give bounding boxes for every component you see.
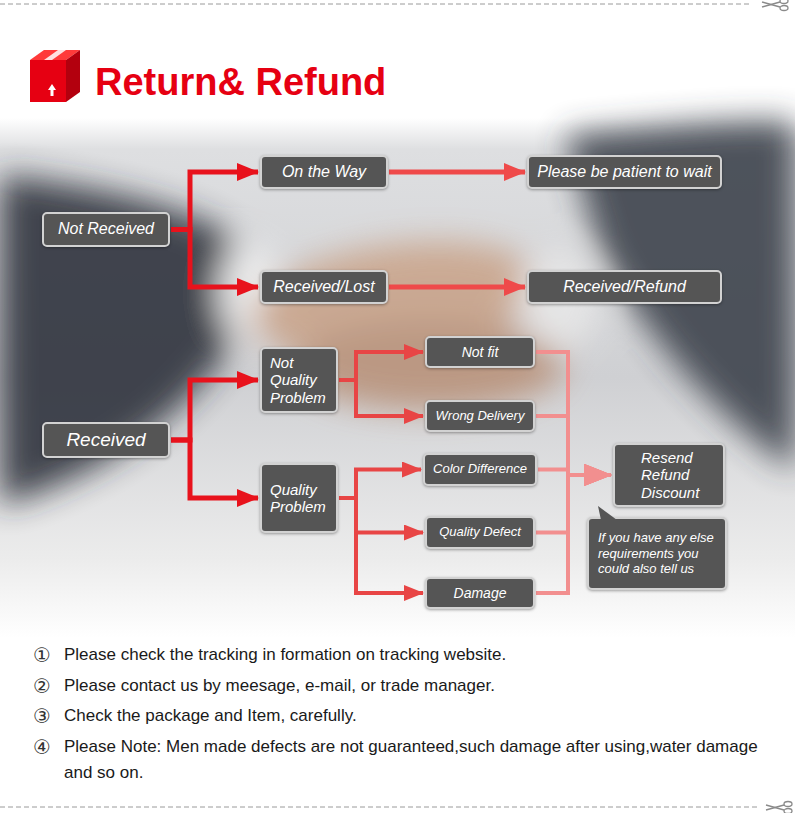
branch-box: On the Way bbox=[260, 155, 388, 189]
flow-arrow bbox=[171, 230, 258, 288]
flow-arrow bbox=[536, 416, 611, 475]
box-text: Received/Lost bbox=[273, 278, 374, 296]
scissors-icon bbox=[762, 0, 788, 11]
photo-ground bbox=[0, 118, 795, 638]
box-text: Not Received bbox=[58, 220, 154, 238]
box-text: Not Quality Problem bbox=[270, 354, 332, 406]
status-box: Not Received bbox=[42, 212, 170, 247]
box-text: Damage bbox=[454, 585, 507, 601]
box-icon bbox=[30, 50, 80, 102]
flow-arrow bbox=[339, 498, 423, 533]
bubble-pointer bbox=[597, 506, 619, 520]
bubble-pointer-shape bbox=[598, 506, 617, 520]
scissors-icon bbox=[766, 802, 792, 813]
note-text: Please check the tracking in formation o… bbox=[64, 642, 776, 668]
flow-arrow bbox=[389, 170, 525, 175]
flow-arrow bbox=[536, 352, 611, 475]
box-text: If you have any else requirements you co… bbox=[598, 530, 719, 577]
flow-arrow bbox=[339, 498, 423, 593]
box-text: Quality Problem bbox=[270, 481, 332, 516]
category-box: Not Quality Problem bbox=[260, 347, 338, 413]
box-text: Color Difference bbox=[433, 462, 527, 477]
box-text: On the Way bbox=[282, 163, 366, 181]
box-text: Received bbox=[66, 429, 145, 451]
status-box: Received bbox=[42, 422, 170, 458]
cut-line bbox=[0, 4, 752, 5]
note-text: Please contact us by meesage, e-mail, or… bbox=[64, 673, 776, 699]
note-text: Please Note: Men made defects are not gu… bbox=[64, 734, 776, 786]
reason-box: Color Difference bbox=[423, 453, 537, 486]
box-text: Please be patient to wait bbox=[537, 163, 711, 181]
box-text: Received/Refund bbox=[563, 278, 686, 296]
branch-box: Received/Lost bbox=[260, 270, 388, 304]
note-text: Check the package and Item, carefully. bbox=[64, 703, 776, 729]
flow-arrow bbox=[171, 440, 258, 498]
reason-box: Wrong Delivery bbox=[425, 400, 535, 432]
reason-box: Not fit bbox=[425, 336, 535, 368]
cut-line bbox=[0, 807, 757, 808]
reason-box: Quality Defect bbox=[425, 516, 535, 549]
flow-arrow bbox=[339, 380, 423, 416]
callout-number: ② bbox=[30, 673, 54, 699]
callout-number: ③ bbox=[30, 703, 54, 729]
page-title: Return& Refund bbox=[95, 60, 386, 104]
flow-arrow bbox=[339, 470, 421, 499]
flow-arrow bbox=[339, 352, 423, 380]
result-box: Please be patient to wait bbox=[527, 155, 722, 189]
callout-number: ④ bbox=[30, 734, 54, 760]
reason-box: Damage bbox=[425, 577, 535, 609]
result-box: Received/Refund bbox=[527, 270, 722, 304]
box-text: Wrong Delivery bbox=[436, 409, 525, 424]
flow-arrow bbox=[171, 172, 258, 230]
callout-number: ① bbox=[30, 642, 54, 668]
callout-bubble: If you have any else requirements you co… bbox=[587, 517, 727, 590]
box-text: Not fit bbox=[462, 344, 499, 360]
category-box: Quality Problem bbox=[260, 463, 338, 533]
solution-box: Resend Refund Discount bbox=[613, 443, 725, 507]
box-text: Quality Defect bbox=[439, 525, 521, 540]
flow-arrow bbox=[171, 380, 258, 440]
box-text: Resend Refund Discount bbox=[641, 449, 717, 501]
flow-arrow bbox=[389, 285, 525, 290]
